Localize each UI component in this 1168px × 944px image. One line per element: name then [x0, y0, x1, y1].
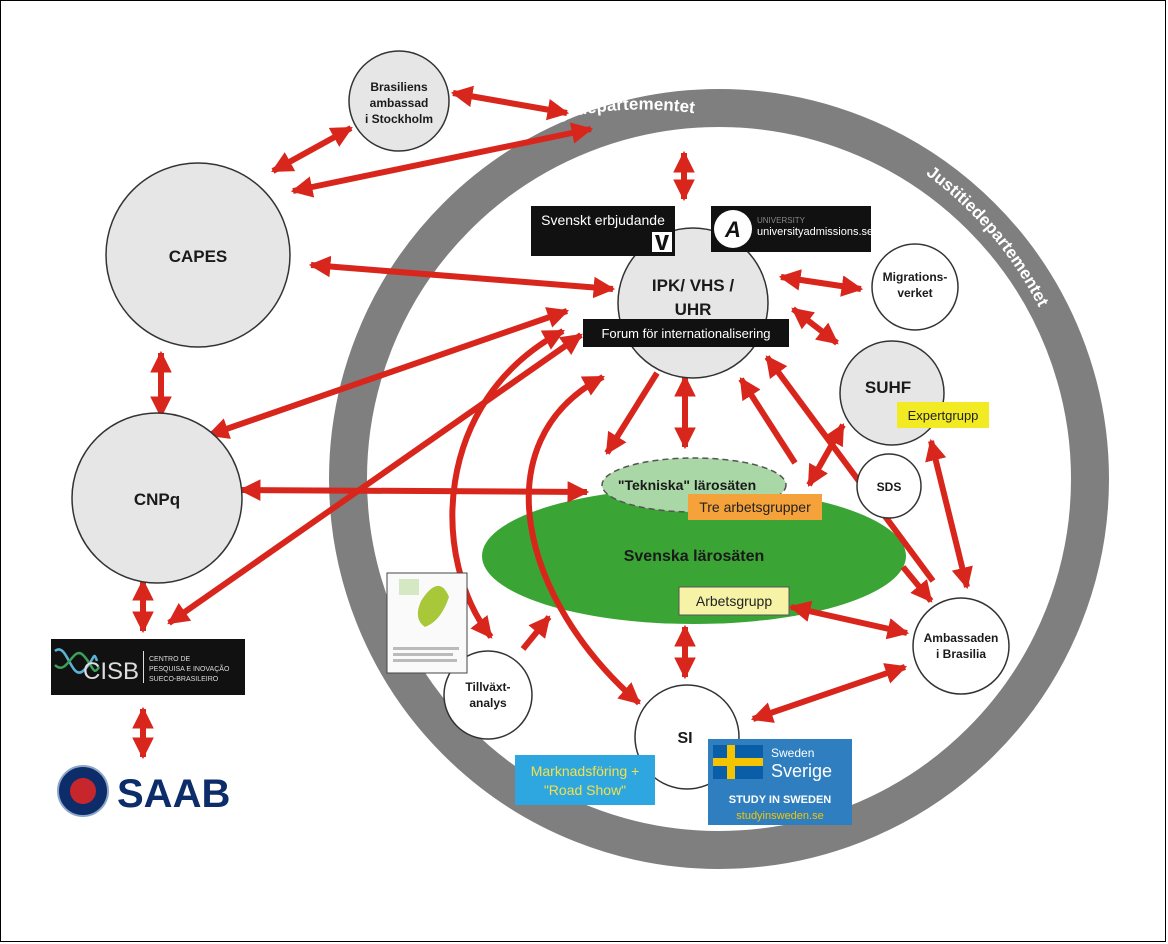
cisb-sub-2: PESQUISA E INOVAÇÃO	[149, 664, 230, 673]
arrow-suhf-ambassaden	[925, 438, 973, 590]
study-in-sweden-label: STUDY IN SWEDEN	[729, 794, 832, 806]
arrow-ipk-si	[525, 374, 641, 706]
arrow-cnpq-tekniska	[238, 479, 590, 503]
study-url-label: studyinsweden.se	[736, 810, 823, 822]
ambassaden-line1: Ambassaden	[924, 631, 999, 645]
ambassaden-line2: i Brasilia	[936, 647, 986, 661]
sds-node	[856, 453, 922, 519]
arrow-si-ambassaden	[750, 663, 908, 723]
report-thumbnail-icon	[386, 572, 468, 674]
expertgrupp-label: Expertgrupp	[908, 408, 979, 423]
saab-logo-icon	[57, 765, 109, 817]
arrow-ipk-suhf	[791, 306, 839, 346]
study-sweden-label: Sweden	[771, 746, 814, 760]
suhf-label: SUHF	[865, 378, 911, 397]
arrow-capes-utbildning	[290, 122, 594, 198]
arrow-tillvaxt-svenska	[520, 615, 552, 651]
svenskt-erbjudande-logo-icon	[652, 232, 672, 252]
tre-arbetsgrupper-label: Tre arbetsgrupper	[699, 499, 811, 515]
arrow-arbetsgrupp-ambassaden	[788, 600, 910, 640]
expertgrupp-box	[897, 402, 989, 428]
arrow-embassy-utbildning	[450, 85, 570, 121]
brazil-embassy-line3: i Stockholm	[365, 112, 433, 126]
ambassaden-node	[912, 597, 1010, 695]
capes-node	[105, 162, 291, 348]
tekniska-larosaten-label: "Tekniska" lärosäten	[618, 477, 756, 493]
university-admissions-logo-icon: A	[714, 210, 752, 248]
arrows-group	[132, 85, 973, 760]
arrow-ipk-tekniska	[604, 371, 660, 455]
si-label: SI	[677, 730, 692, 747]
ipk-line2: UHR	[675, 300, 712, 319]
capes-label: CAPES	[169, 247, 228, 266]
arbetsgrupp-label: Arbetsgrupp	[696, 593, 772, 609]
sds-label: SDS	[877, 480, 902, 494]
arrow-svenska-ambassaden	[900, 565, 934, 603]
svenskt-erbjudande-box	[531, 206, 675, 256]
svenskt-erbjudande-label: Svenskt erbjudande	[541, 212, 665, 228]
saab-label: SAAB	[117, 772, 230, 816]
marknadsforing-line1: Marknadsföring +	[531, 763, 640, 779]
svenska-larosaten-label: Svenska lärosäten	[624, 548, 765, 565]
arrow-capes-ipk	[308, 255, 616, 299]
cisb-label: CISB	[83, 658, 139, 685]
brazil-embassy-line1: Brasiliens	[370, 80, 428, 94]
arrow-sds-expertgrupp	[806, 423, 846, 487]
cnpq-label: CNPq	[134, 490, 180, 509]
migrationsverket-node	[871, 243, 959, 331]
forum-label: Forum för internationalisering	[601, 326, 770, 341]
marknadsforing-line2: "Road Show"	[544, 782, 626, 798]
arrow-ipk-migration	[778, 269, 864, 297]
brazil-embassy-line2: ambassad	[370, 96, 429, 110]
university-admissions-small: UNIVERSITY	[757, 216, 806, 225]
study-sverige-label: Sverige	[771, 761, 832, 781]
ipk-line1: IPK/ VHS /	[652, 276, 734, 295]
arrow-ambassaden-ipk	[764, 355, 936, 583]
forum-box	[583, 319, 789, 347]
marknadsforing-box	[515, 755, 655, 805]
arrow-tekniska-ipk	[738, 377, 798, 465]
arrow-capes-embassy	[271, 125, 353, 174]
sweden-flag-icon	[713, 745, 763, 779]
tillvaxtanalys-line1: Tillväxt-	[465, 680, 510, 694]
cnpq-node	[71, 412, 243, 584]
university-admissions-label: universityadmissions.se	[757, 226, 873, 238]
tre-arbetsgrupper-box	[688, 494, 822, 520]
arrow-forum-tillvaxt	[449, 328, 565, 639]
tillvaxtanalys-line2: analys	[469, 696, 507, 710]
cisb-sub-3: SUECO-BRASILEIRO	[149, 676, 219, 683]
svg-text:A: A	[724, 217, 741, 242]
migrationsverket-line1: Migrations-	[883, 270, 948, 284]
cisb-sub-1: CENTRO DE	[149, 656, 191, 663]
brazil-embassy-node	[348, 50, 450, 152]
cisb-box	[51, 639, 245, 695]
migrationsverket-line2: verket	[897, 286, 932, 300]
cisb-logo-icon	[54, 648, 101, 674]
